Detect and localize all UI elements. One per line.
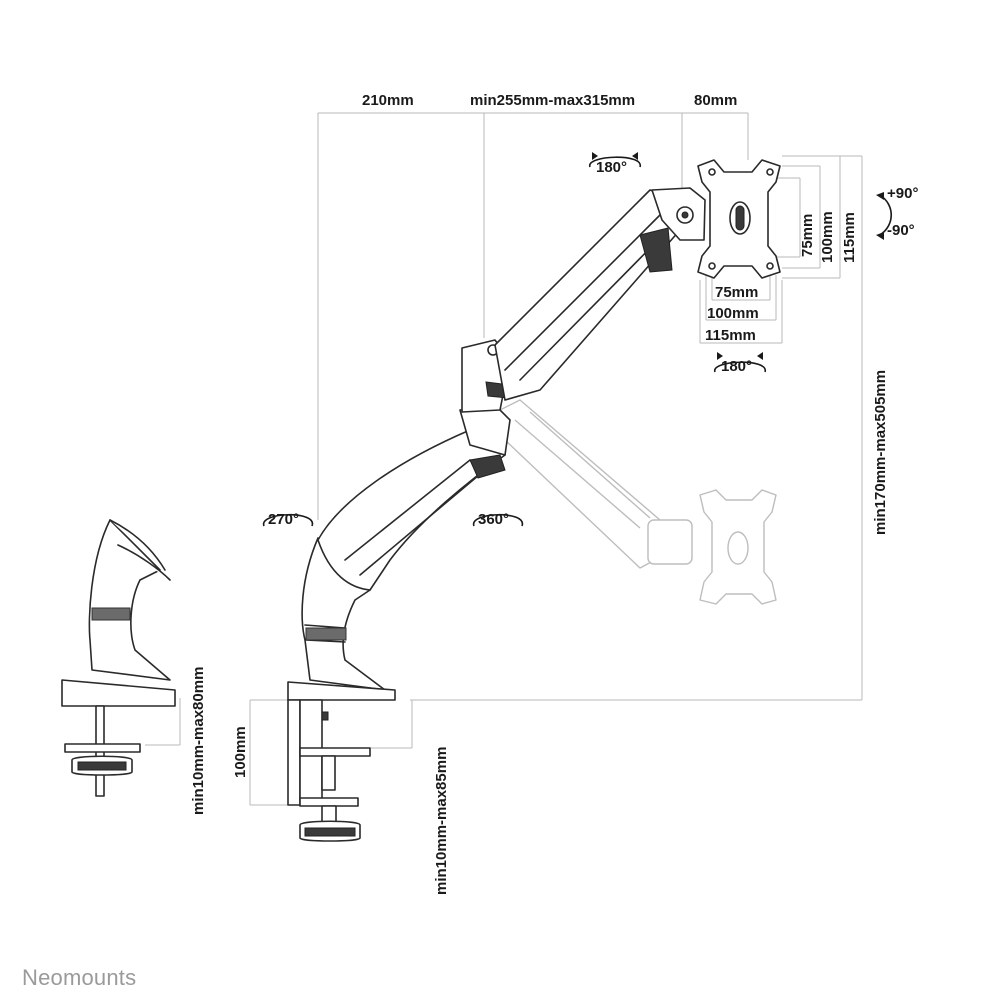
label-arm-rotation: 360° bbox=[478, 511, 509, 528]
rotation-arrow-icon bbox=[589, 156, 641, 168]
label-vesa-w-100: 100mm bbox=[707, 305, 759, 322]
label-head-offset: 80mm bbox=[694, 92, 737, 109]
label-clamp-height: 100mm bbox=[232, 726, 249, 778]
label-bottom-swivel: 180° bbox=[721, 358, 752, 375]
label-vesa-h-100: 100mm bbox=[819, 211, 836, 263]
arrow-head-icon bbox=[632, 152, 638, 160]
grommet-mount bbox=[61, 519, 176, 797]
arrow-head-icon bbox=[757, 352, 763, 360]
label-top-swivel: 180° bbox=[596, 159, 627, 176]
label-arm-base-offset: 210mm bbox=[362, 92, 414, 109]
label-vesa-w-75: 75mm bbox=[715, 284, 758, 301]
label-vesa-h-75: 75mm bbox=[799, 214, 816, 257]
rotation-arrow-icon bbox=[473, 513, 523, 527]
labels: 210mm min255mm-max315mm 80mm 180° 180° +… bbox=[190, 92, 918, 895]
label-clamp-range: min10mm-max85mm bbox=[433, 747, 450, 895]
label-grommet-range: min10mm-max80mm bbox=[190, 667, 207, 815]
arrow-head-icon bbox=[876, 192, 884, 200]
rotation-arrow-icon bbox=[714, 361, 766, 373]
desk-clamp bbox=[287, 681, 396, 842]
label-vesa-h-115: 115mm bbox=[841, 212, 858, 263]
arrow-head-icon bbox=[876, 232, 884, 240]
arrow-head-icon bbox=[717, 352, 723, 360]
label-height-range: min170mm-max505mm bbox=[872, 370, 889, 535]
dimension-lines bbox=[145, 112, 863, 806]
arrow-head-icon bbox=[592, 152, 598, 160]
rotation-arrow-icon bbox=[263, 513, 313, 527]
label-vesa-w-115: 115mm bbox=[705, 327, 756, 344]
label-arm-reach: min255mm-max315mm bbox=[470, 92, 635, 109]
monitor-arm-main bbox=[301, 159, 781, 691]
label-tilt-up: +90° bbox=[887, 185, 918, 202]
label-base-rotation: 270° bbox=[268, 511, 299, 528]
arm-alternate-position bbox=[499, 399, 777, 605]
rotation-indicators bbox=[263, 152, 893, 527]
label-tilt-down: -90° bbox=[887, 222, 915, 239]
brand-logo: Neomounts bbox=[22, 965, 136, 990]
